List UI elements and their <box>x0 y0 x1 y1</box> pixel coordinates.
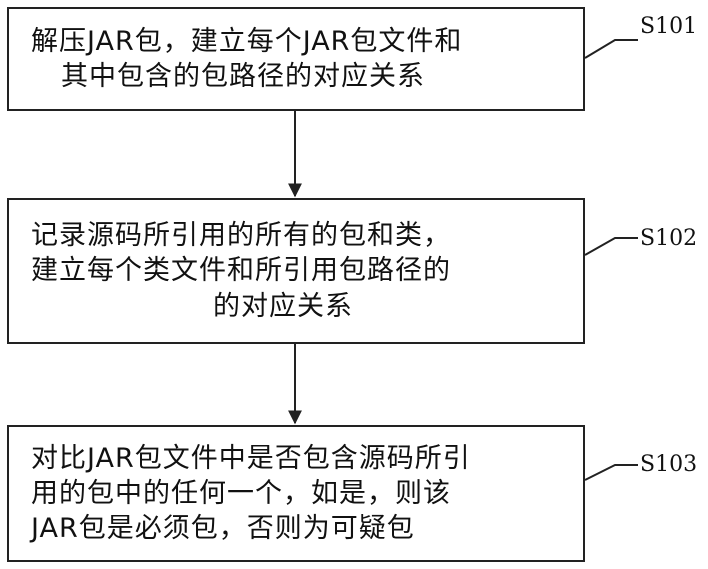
step-text-line: 的对应关系 <box>31 289 583 324</box>
step-text-line: 记录源码所引用的所有的包和类， <box>31 218 583 253</box>
step-id-s101: S101 <box>640 14 697 39</box>
step-text-line: 其中包含的包路径的对应关系 <box>31 59 583 94</box>
step-text-line: 建立每个类文件和所引用包路径的 <box>31 253 583 288</box>
leader-s103 <box>585 465 638 480</box>
step-box-s101: 解压JAR包，建立每个JAR包文件和 其中包含的包路径的对应关系 <box>7 7 585 111</box>
step-text-line: 用的包中的任何一个，如是，则该 <box>31 476 583 511</box>
leader-s101 <box>585 40 638 58</box>
step-box-s102: 记录源码所引用的所有的包和类， 建立每个类文件和所引用包路径的 的对应关系 <box>7 198 585 344</box>
step-box-s103: 对比JAR包文件中是否包含源码所引 用的包中的任何一个，如是，则该 JAR包是必… <box>7 425 585 562</box>
step-text-line: 对比JAR包文件中是否包含源码所引 <box>31 441 583 476</box>
leader-s102 <box>585 238 638 255</box>
step-text-line: JAR包是必须包，否则为可疑包 <box>31 511 583 546</box>
step-id-s103: S103 <box>640 452 697 477</box>
step-id-s102: S102 <box>640 226 697 251</box>
step-text-line: 解压JAR包，建立每个JAR包文件和 <box>31 24 583 59</box>
